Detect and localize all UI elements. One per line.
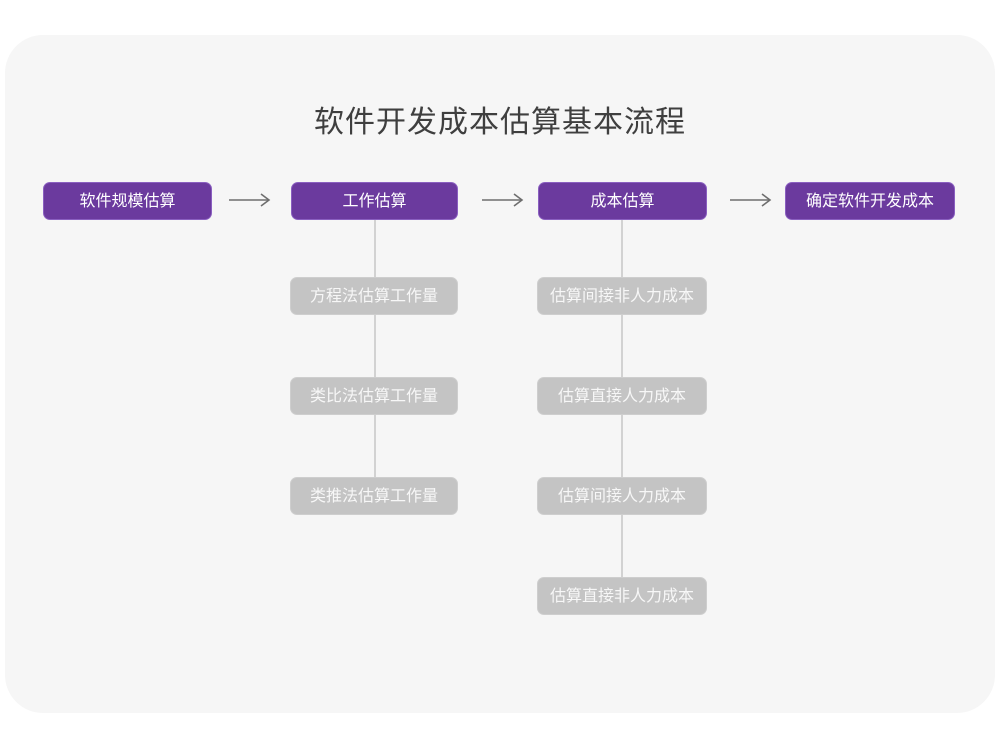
stage-box-cost-estimation: 成本估算 — [538, 182, 707, 220]
diagram-card — [5, 35, 995, 713]
sub-node-direct-nonlabor-cost: 估算直接非人力成本 — [537, 577, 707, 615]
sub-node-analogy-method: 类比法估算工作量 — [290, 377, 458, 415]
flow-arrow-icon — [228, 192, 272, 208]
sub-node-indirect-labor-cost: 估算间接人力成本 — [537, 477, 707, 515]
connector-line-work-estimation — [374, 220, 376, 478]
sub-node-extrapolation-method: 类推法估算工作量 — [290, 477, 458, 515]
sub-node-indirect-nonlabor-cost: 估算间接非人力成本 — [537, 277, 707, 315]
diagram-title: 软件开发成本估算基本流程 — [314, 106, 686, 139]
stage-box-confirm-cost: 确定软件开发成本 — [785, 182, 955, 220]
flow-arrow-icon — [729, 192, 773, 208]
stage-box-work-estimation: 工作估算 — [291, 182, 458, 220]
sub-node-direct-labor-cost: 估算直接人力成本 — [537, 377, 707, 415]
flow-arrow-icon — [481, 192, 525, 208]
stage-box-scale-estimation: 软件规模估算 — [43, 182, 212, 220]
sub-node-equation-method: 方程法估算工作量 — [290, 277, 458, 315]
